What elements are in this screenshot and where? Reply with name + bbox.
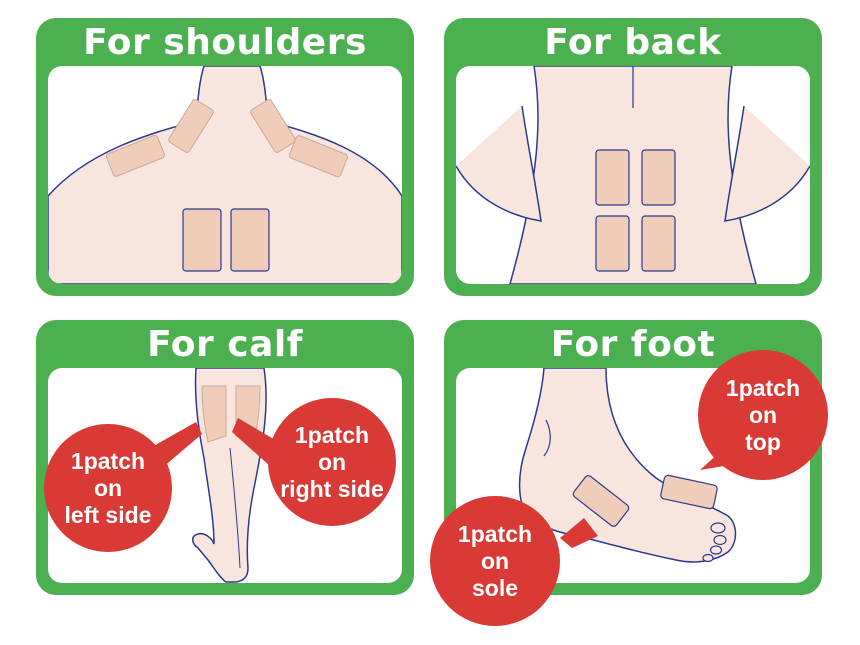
badge-foot-sole-line2: on	[480, 547, 510, 574]
foot-toe-1	[710, 522, 726, 534]
patch-back-upper-left	[595, 149, 630, 206]
patch-back-lower-left	[595, 215, 630, 272]
foot-toe-4	[702, 553, 714, 563]
badge-foot-top-line3: top	[745, 428, 781, 455]
panel-illustration-shoulders	[48, 66, 402, 284]
badge-calf-left-line1: 1patch	[70, 447, 146, 474]
patch-shoulder-right	[288, 135, 349, 178]
panel-shoulders: For shoulders	[36, 18, 414, 296]
panel-title-back: For back	[544, 22, 722, 63]
back-illustration	[456, 66, 810, 284]
calf-tendon	[229, 447, 241, 569]
badge-calf-left: 1patch on left side	[44, 424, 172, 552]
foot-toe-3	[709, 545, 723, 555]
shoulders-illustration	[48, 66, 402, 284]
patch-neck-right	[250, 99, 296, 153]
back-right-arm	[724, 105, 810, 222]
panel-title-calf: For calf	[147, 324, 303, 365]
badge-foot-top-line1: 1patch	[725, 374, 801, 401]
panel-back: For back	[444, 18, 822, 296]
foot-ankle-bone	[543, 419, 551, 457]
panel-illustration-back	[456, 66, 810, 284]
badge-foot-sole: 1patch on sole	[430, 496, 560, 626]
patch-back-upper-right	[641, 149, 676, 206]
patch-back-lower-right	[641, 215, 676, 272]
patch-shoulder-left	[105, 134, 166, 177]
patch-calf-left	[201, 385, 227, 443]
panel-title-foot: For foot	[550, 324, 716, 365]
patch-upper-back-right	[230, 208, 270, 272]
patch-upper-back-left	[182, 208, 222, 272]
badge-foot-top: 1patch on top	[698, 350, 828, 480]
badge-calf-right-line1: 1patch	[294, 421, 370, 448]
back-torso	[509, 66, 757, 284]
shoulders-body	[48, 66, 402, 284]
badge-calf-left-line2: on	[93, 474, 123, 501]
badge-foot-sole-line1: 1patch	[457, 520, 533, 547]
badge-calf-right-line3: right side	[280, 475, 384, 502]
patch-neck-left	[168, 99, 214, 153]
badge-foot-sole-line3: sole	[471, 574, 519, 601]
foot-illustration	[518, 368, 737, 563]
badge-foot-top-line2: on	[748, 401, 778, 428]
badge-calf-right: 1patch on right side	[268, 398, 396, 526]
patch-foot-top	[660, 474, 718, 510]
foot-shape	[518, 368, 737, 563]
badge-calf-left-line3: left side	[64, 501, 152, 528]
badge-calf-right-line2: on	[317, 448, 347, 475]
foot-toe-2	[713, 534, 727, 546]
back-left-arm	[456, 105, 542, 222]
patch-foot-sole	[572, 475, 630, 527]
panel-title-shoulders: For shoulders	[83, 22, 367, 63]
